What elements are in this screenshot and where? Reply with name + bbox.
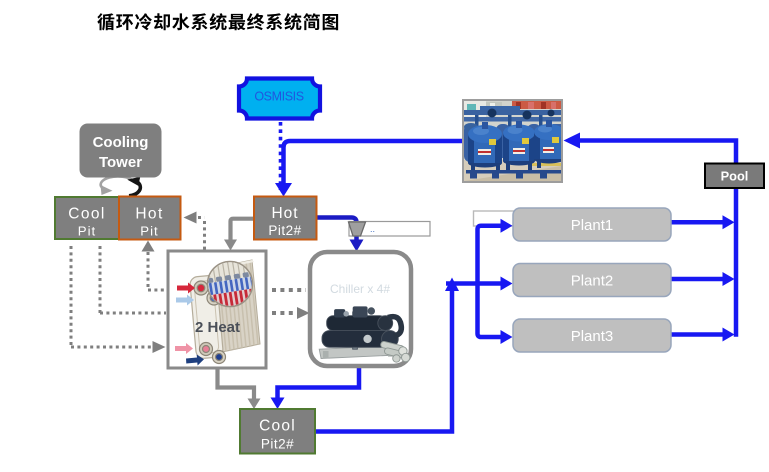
svg-text:Pit: Pit	[78, 224, 96, 239]
svg-text:Cool: Cool	[259, 418, 296, 435]
svg-text:Cool: Cool	[68, 206, 105, 223]
svg-text:Pool: Pool	[721, 169, 749, 184]
svg-text:Pit2#: Pit2#	[261, 437, 294, 452]
svg-text:2 Heat: 2 Heat	[195, 319, 240, 336]
svg-text:Hot: Hot	[135, 206, 163, 223]
svg-text:Tower: Tower	[99, 154, 142, 171]
svg-text:Pit2#: Pit2#	[268, 223, 301, 238]
svg-text:Pit: Pit	[140, 224, 158, 239]
svg-text:Hot: Hot	[271, 205, 298, 222]
svg-text:Plant1: Plant1	[571, 217, 614, 234]
svg-text:Plant2: Plant2	[571, 273, 614, 290]
svg-text:Chiller x 4#: Chiller x 4#	[330, 282, 390, 296]
svg-text:..: ..	[370, 224, 375, 234]
svg-text:Cooling: Cooling	[93, 134, 149, 151]
svg-text:OSMISIS: OSMISIS	[254, 90, 303, 104]
svg-text:Plant3: Plant3	[571, 328, 614, 345]
